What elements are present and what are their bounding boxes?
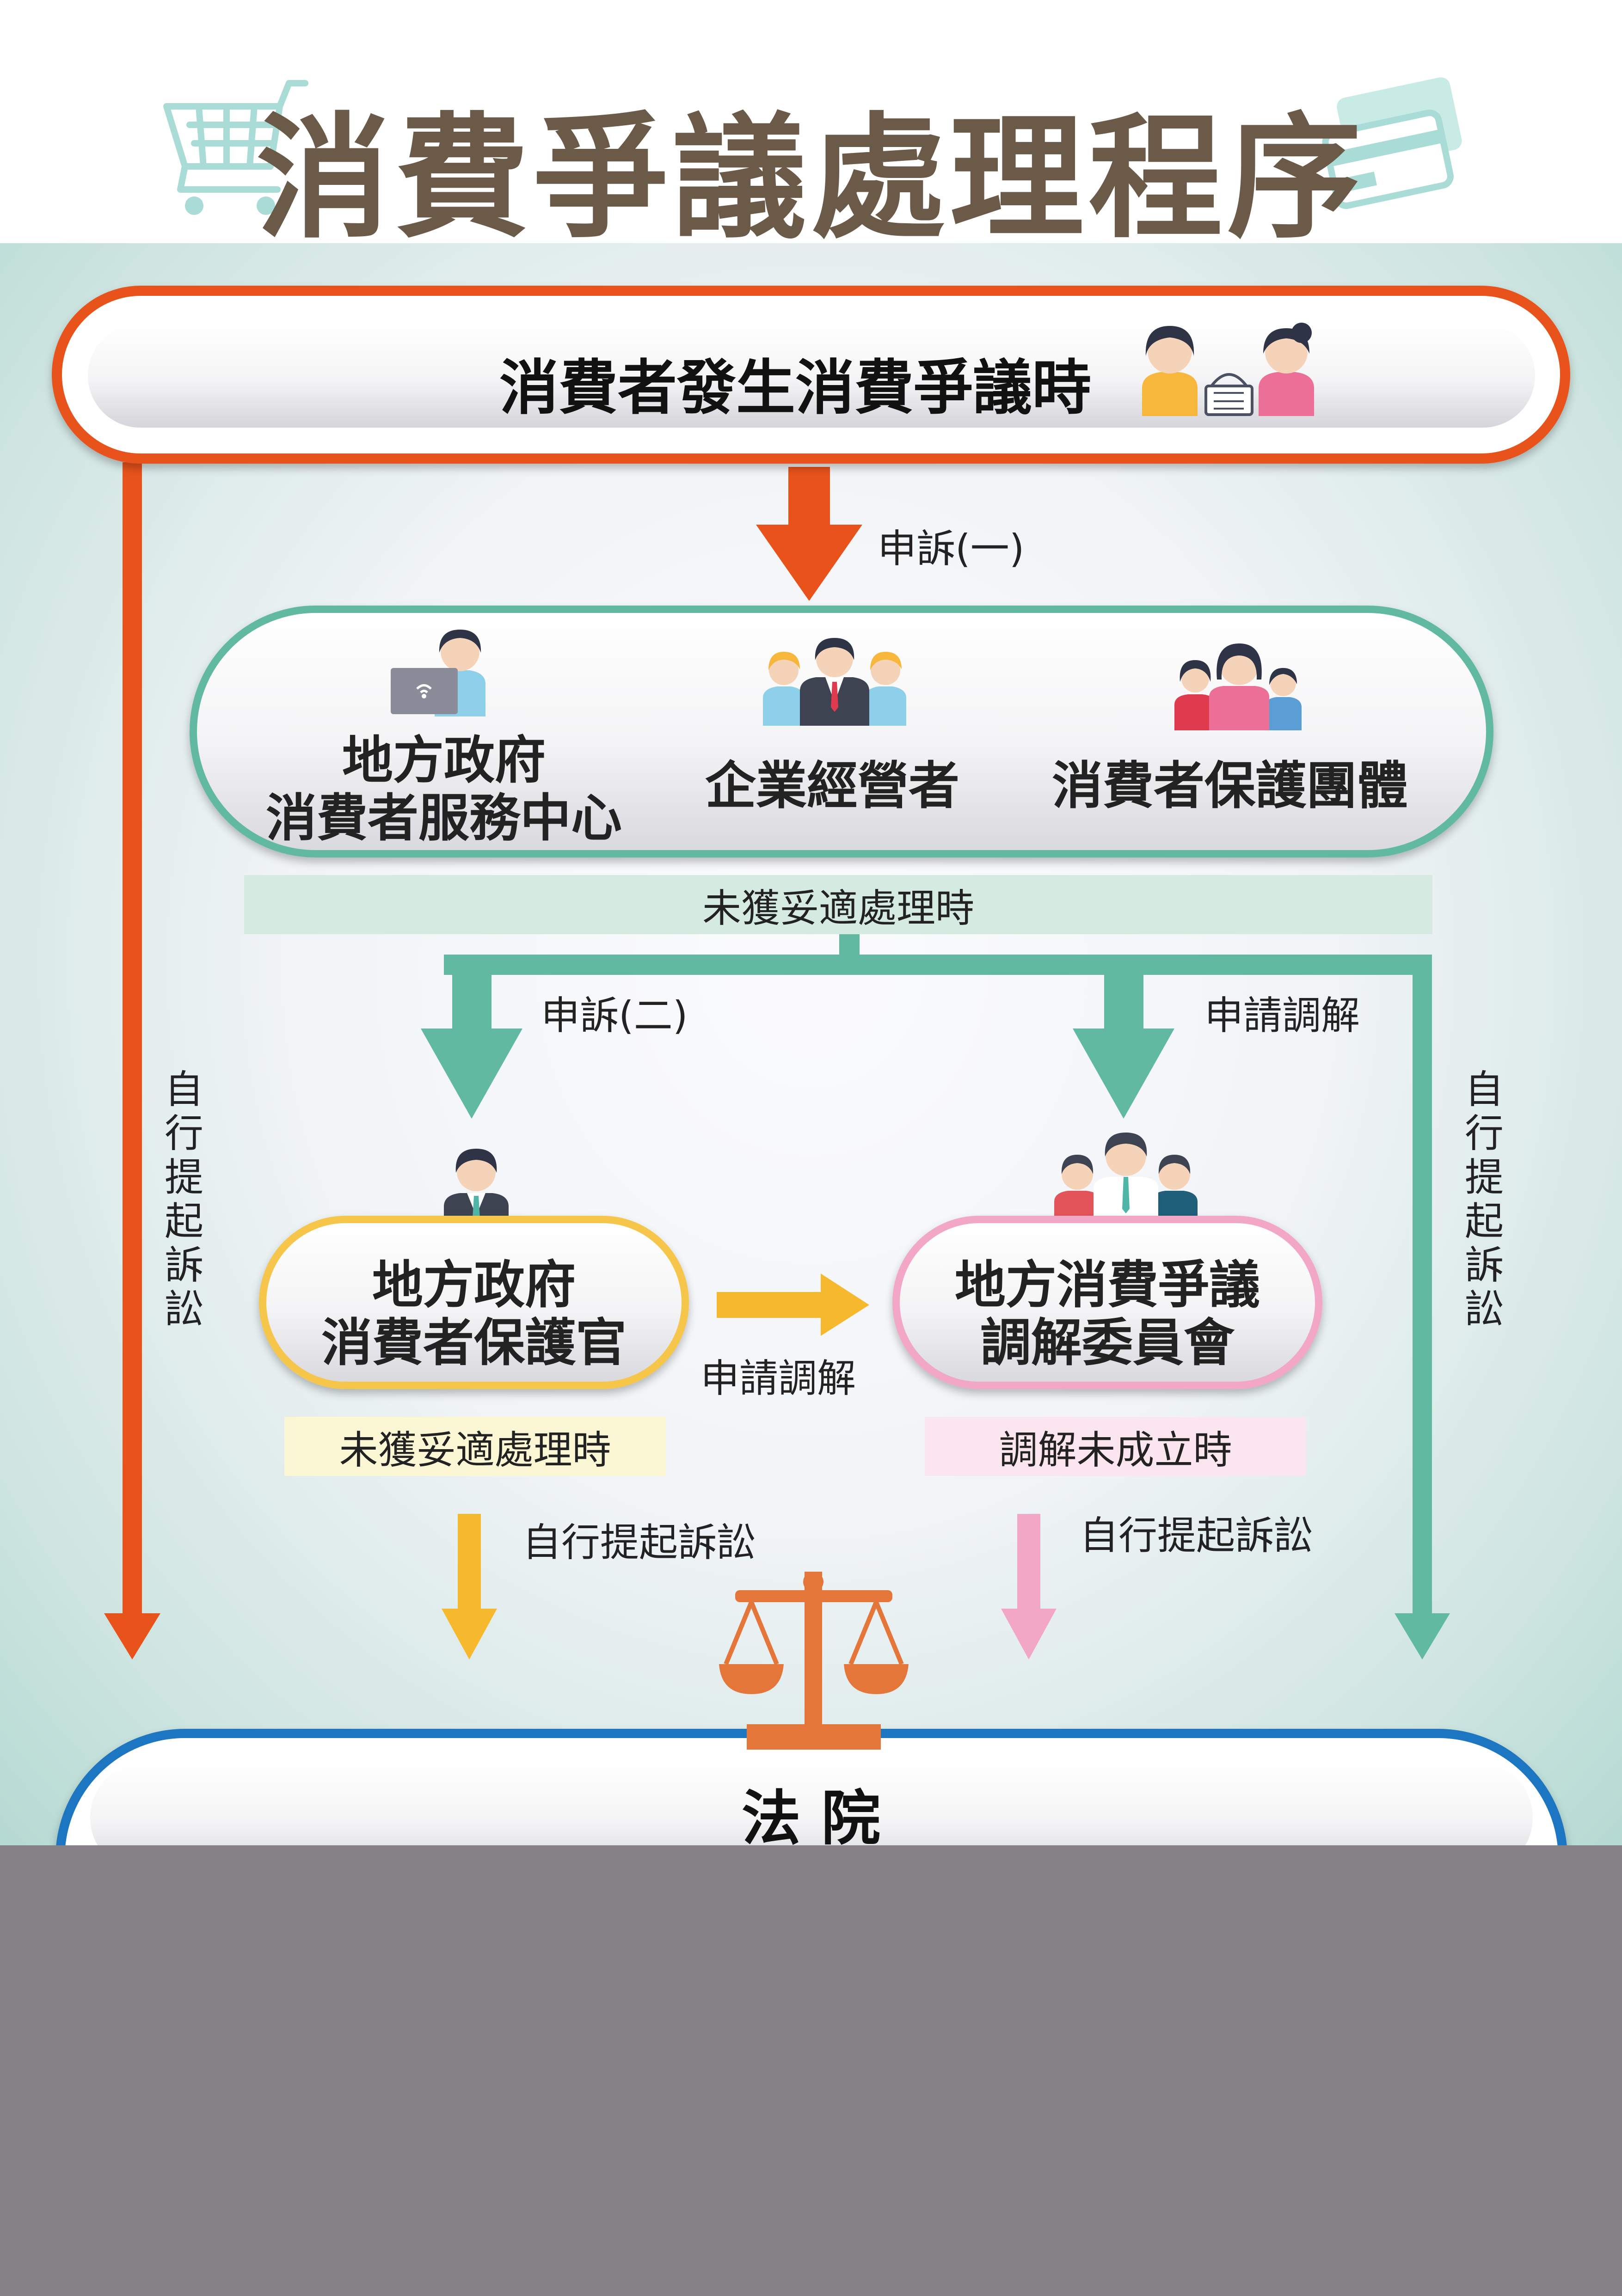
complaint2-arrowhead <box>421 1029 522 1119</box>
officer-to-committee-shaft <box>717 1292 828 1318</box>
scale-of-justice-icon <box>719 1572 909 1750</box>
unresolved-bar <box>244 875 1432 934</box>
page-title: 消費爭議處理程序 <box>256 101 1366 257</box>
complaint2-arrow-shaft <box>452 955 492 1033</box>
officer-lawsuit-shaft <box>458 1514 481 1613</box>
complaint1-arrow-shaft <box>788 467 830 527</box>
credit-card-icon <box>1322 77 1462 209</box>
protection-officer-line2: 消費者保護官 <box>321 1313 627 1372</box>
officer-lawsuit-arrowhead <box>442 1609 497 1659</box>
committee-lawsuit-arrowhead <box>1001 1609 1057 1659</box>
business-label: 企業經營者 <box>705 756 959 815</box>
shopping-consumers-icon <box>1142 323 1314 416</box>
court-label: 法 院 <box>741 1784 881 1853</box>
protection-officer-line1: 地方政府 <box>372 1255 576 1315</box>
officer-unresolved-bar <box>284 1417 666 1476</box>
start-label: 消費者發生消費爭議時 <box>499 354 1092 422</box>
protection-group-label: 消費者保護團體 <box>1052 756 1408 815</box>
mediation-failed-label: 調解未成立時 <box>999 1427 1232 1473</box>
complaint1-arrowhead <box>756 525 862 601</box>
unresolved-label: 未獲妥適處理時 <box>702 886 974 931</box>
mediation-arrowhead <box>1073 1029 1174 1119</box>
lawsuit-officer-label: 自行提起訴訟 <box>522 1520 756 1565</box>
mediation-committee-pill <box>892 1216 1322 1389</box>
mediation-failed-bar <box>925 1417 1306 1476</box>
service-staff-icon <box>391 630 485 716</box>
bottom-gray-overlay <box>0 1845 1622 2296</box>
committee-lawsuit-shaft <box>1017 1514 1040 1613</box>
lawsuit-left-vertical-label: 自行提起訴訟 <box>164 1067 203 1332</box>
shopping-cart-icon <box>163 80 308 215</box>
left-lawsuit-line <box>123 462 142 1627</box>
mediation-arrow-shaft <box>1104 955 1143 1033</box>
lawsuit-right-vertical-label: 自行提起訴訟 <box>1464 1067 1504 1332</box>
consumer-group-icon <box>1174 643 1302 730</box>
apply-mediation-mid-label: 申請調解 <box>700 1356 856 1401</box>
complaint1-label: 申訴(一) <box>878 526 1025 571</box>
branch-horizontal <box>444 955 1431 975</box>
complaint2-label: 申訴(二) <box>541 993 688 1038</box>
officer-to-committee-arrowhead <box>821 1274 869 1336</box>
mediation-committee-icon <box>1054 1133 1198 1230</box>
lawsuit-committee-label: 自行提起訴訟 <box>1080 1513 1313 1558</box>
left-lawsuit-arrowhead <box>104 1613 160 1659</box>
gov-center-line2: 消費者服務中心 <box>266 789 622 848</box>
apply-mediation-top-label: 申請調解 <box>1204 993 1360 1038</box>
gov-center-line1: 地方政府 <box>342 731 546 790</box>
right-lawsuit-arrowhead <box>1395 1613 1450 1659</box>
mediation-committee-line1: 地方消費爭議 <box>955 1255 1260 1315</box>
mediation-committee-line2: 調解委員會 <box>980 1313 1235 1372</box>
business-operators-icon <box>763 638 906 726</box>
officer-unresolved-label: 未獲妥適處理時 <box>339 1427 611 1473</box>
right-lawsuit-line <box>1413 955 1432 1620</box>
